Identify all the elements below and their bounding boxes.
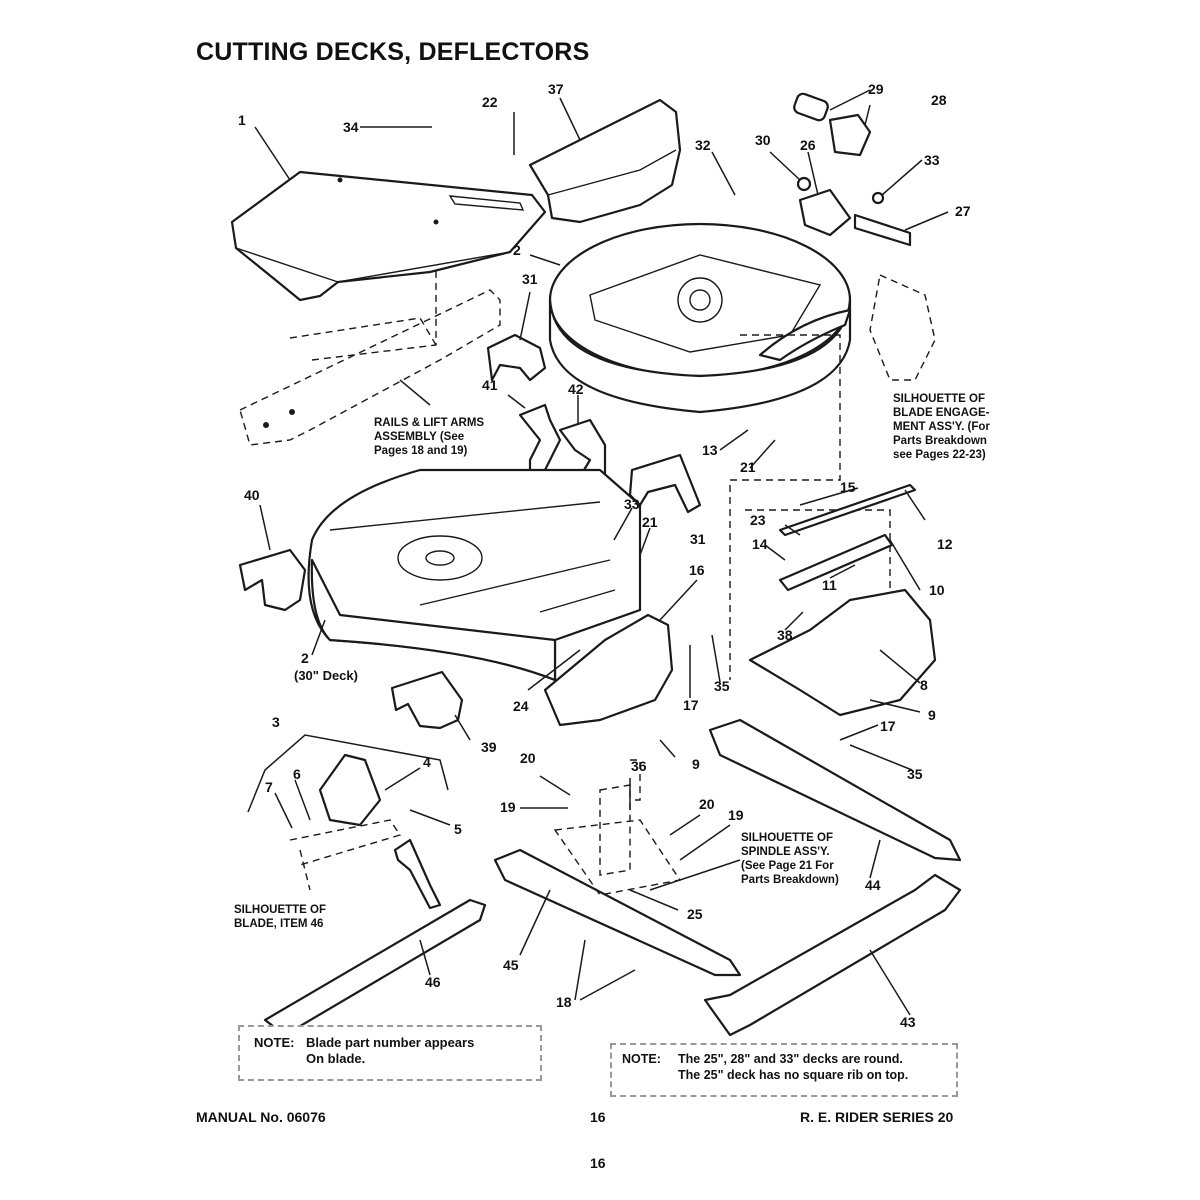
part-label: 7 xyxy=(265,779,273,795)
part-label: 35 xyxy=(714,678,730,694)
page-number: 16 xyxy=(590,1155,606,1171)
footer-page-number: 16 xyxy=(590,1109,606,1125)
deflector-part-37 xyxy=(528,98,682,224)
part-label: 21 xyxy=(642,514,658,530)
part-label: 22 xyxy=(482,94,498,110)
note-blade-part-number: NOTE: Blade part number appears On blade… xyxy=(238,1025,542,1081)
part-label: 8 xyxy=(920,677,928,693)
part-label: 13 xyxy=(702,442,718,458)
part-label: 38 xyxy=(777,627,793,643)
part-label: 20 xyxy=(520,750,536,766)
round-deck-part-2 xyxy=(548,222,852,414)
rod-part-12 xyxy=(778,483,917,537)
part-label: 36 xyxy=(631,758,647,774)
leader-lines xyxy=(254,89,949,1016)
bar-part-10 xyxy=(778,533,894,592)
page-title: CUTTING DECKS, DEFLECTORS xyxy=(196,38,590,66)
part-label: 32 xyxy=(695,137,711,153)
part-label: 11 xyxy=(822,577,837,593)
bracket-part-40 xyxy=(238,548,307,612)
part-label: 26 xyxy=(800,137,816,153)
part-label: 5 xyxy=(454,821,462,837)
part-label: 39 xyxy=(481,739,497,755)
part-label: 25 xyxy=(687,906,703,922)
part-label: 24 xyxy=(513,698,529,714)
part-label: 19 xyxy=(728,807,744,823)
part-label: 15 xyxy=(840,479,856,495)
part-label: 21 xyxy=(740,459,756,475)
part-label: 14 xyxy=(752,536,768,552)
part-label: 43 xyxy=(900,1014,916,1030)
part-label: 40 xyxy=(244,487,260,503)
part-label: 30 xyxy=(755,132,771,148)
deflector-part-8 xyxy=(748,588,937,717)
series-name: R. E. RIDER SERIES 20 xyxy=(800,1109,954,1125)
bracket-part-31-lower xyxy=(628,453,702,514)
part-label: 23 xyxy=(750,512,766,528)
note-label: NOTE: xyxy=(254,1035,295,1050)
part-label: 45 xyxy=(503,957,519,973)
hardware-upper-right xyxy=(793,92,912,247)
part-label: 12 xyxy=(937,536,953,552)
deck-size-label: (30" Deck) xyxy=(294,668,358,683)
part-label: 31 xyxy=(522,271,538,287)
deflector-part-16 xyxy=(543,613,674,727)
blade-adapter-silhouette xyxy=(247,734,449,891)
part-label: 44 xyxy=(865,877,881,893)
part-label: 6 xyxy=(293,766,301,782)
blade-part-43 xyxy=(703,873,962,1037)
blade-part-44 xyxy=(708,718,962,862)
part-label: 1 xyxy=(238,112,246,128)
spindle-silhouette xyxy=(553,759,682,896)
part-label: 31 xyxy=(690,531,706,547)
part-label: 17 xyxy=(683,697,699,713)
note-text: The 25", 28" and 33" decks are round. Th… xyxy=(678,1052,909,1082)
part-label: 10 xyxy=(929,582,945,598)
manual-number: MANUAL No. 06076 xyxy=(196,1109,326,1125)
part-label: 9 xyxy=(928,707,936,723)
part-label: 2 xyxy=(513,242,521,258)
part-label: 34 xyxy=(343,119,359,135)
part-label: 2 xyxy=(301,650,309,666)
rails-lift-arms-silhouette xyxy=(239,270,501,446)
part-label: 46 xyxy=(425,974,441,990)
part-label: 17 xyxy=(880,718,896,734)
part-label: 9 xyxy=(692,756,700,772)
thirty-inch-deck-part-2 xyxy=(307,468,642,682)
part-label: 42 xyxy=(568,381,584,397)
arrow-up-icon xyxy=(393,838,442,910)
blade-engagement-silhouette xyxy=(869,273,936,381)
blade-engagement-callout: SILHOUETTE OF BLADE ENGAGE- MENT ASS'Y. … xyxy=(893,393,990,461)
part-label: 16 xyxy=(689,562,705,578)
part-label: 19 xyxy=(500,799,516,815)
bracket-part-31-upper xyxy=(486,333,547,382)
blade-part-45 xyxy=(493,848,742,977)
part-label: 29 xyxy=(868,81,884,97)
part-label: 27 xyxy=(955,203,971,219)
rails-lift-arms-callout: RAILS & LIFT ARMS ASSEMBLY (See Pages 18… xyxy=(374,417,485,457)
note-text: Blade part number appears On blade. xyxy=(306,1035,475,1066)
part-label: 33 xyxy=(624,496,640,512)
part-label: 4 xyxy=(423,754,431,770)
blade-item-callout: SILHOUETTE OF BLADE, ITEM 46 xyxy=(234,904,326,930)
part-label: 37 xyxy=(548,81,564,97)
bracket-part-39 xyxy=(390,670,464,730)
part-label: 3 xyxy=(272,714,280,730)
spindle-callout: SILHOUETTE OF SPINDLE ASS'Y. (See Page 2… xyxy=(741,832,839,886)
part-label: 35 xyxy=(907,766,923,782)
note-deck-shapes: NOTE: The 25", 28" and 33" decks are rou… xyxy=(610,1043,958,1097)
part-label: 18 xyxy=(556,994,572,1010)
note-label: NOTE: xyxy=(622,1052,661,1066)
part-label: 28 xyxy=(931,92,947,108)
part-label: 20 xyxy=(699,796,715,812)
deck-cover-plate-part-1 xyxy=(230,170,547,302)
part-label: 41 xyxy=(482,377,498,393)
part-label: 33 xyxy=(924,152,940,168)
